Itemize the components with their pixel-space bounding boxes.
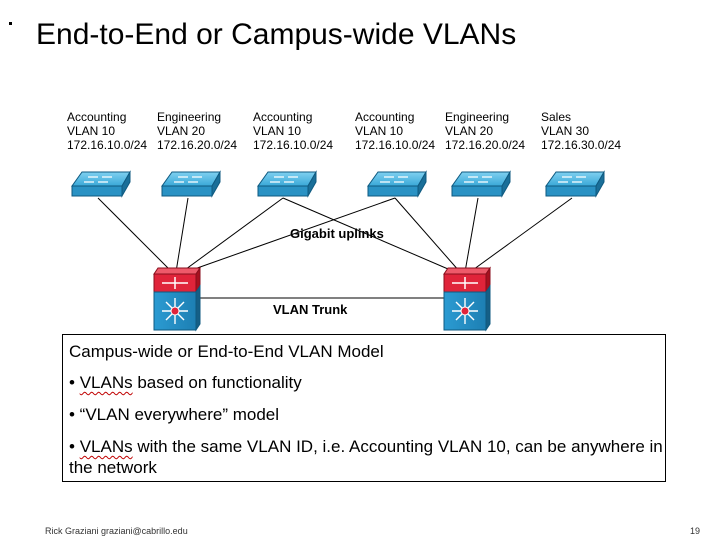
access-switch-2 [161,170,221,198]
bullet-text: based on functionality [132,373,302,392]
uplink-line-3 [181,197,284,273]
switch-label-5: Engineering VLAN 20 172.16.20.0/24 [445,110,525,152]
page-number: 19 [690,526,701,536]
bullet-keyword: VLANs [79,373,133,392]
bullet-marker: • [69,373,80,392]
switch-vlan: VLAN 10 [355,124,404,138]
switch-dept: Accounting [253,110,313,124]
uplink-line-2 [175,197,189,273]
switch-subnet: 172.16.20.0/24 [445,138,526,152]
vlan-model-box: Campus-wide or End-to-End VLAN Model • V… [62,334,666,482]
access-switch-4 [367,170,427,198]
access-switch-6 [545,170,605,198]
switch-vlan: VLAN 20 [445,124,494,138]
footer-author: Rick Graziani graziani@cabrillo.edu [45,526,188,536]
switch-label-2: Engineering VLAN 20 172.16.20.0/24 [157,110,237,152]
switch-dept: Accounting [67,110,127,124]
multilayer-switch-left [153,266,201,332]
uplink-line-4 [394,197,461,273]
switch-subnet: 172.16.10.0/24 [355,138,436,152]
switch-dept: Sales [541,110,572,124]
switch-subnet: 172.16.30.0/24 [541,138,622,152]
model-bullet-3: • VLANs with the same VLAN ID, i.e. Acco… [69,436,665,478]
uplink-cross-2 [185,197,396,273]
switch-dept: Engineering [157,110,222,124]
vlan-trunk-label: VLAN Trunk [273,302,348,317]
switch-dept: Engineering [445,110,510,124]
switch-vlan: VLAN 10 [253,124,302,138]
bullet-keyword: VLANs [79,437,133,456]
switch-subnet: 172.16.10.0/24 [253,138,334,152]
gigabit-uplinks-label: Gigabit uplinks [290,226,384,241]
model-heading: Campus-wide or End-to-End VLAN Model [69,342,384,361]
switch-subnet: 172.16.10.0/24 [67,138,148,152]
switch-dept: Accounting [355,110,415,124]
bullet-text: with the same VLAN ID, i.e. Accounting V… [69,437,663,477]
uplink-line-1 [97,197,173,273]
uplink-lines [97,197,573,273]
bullet-marker: • [69,437,80,456]
slide-bullet-dot [9,22,12,25]
model-bullet-2: • “VLAN everywhere” model [69,405,280,424]
switch-subnet: 172.16.20.0/24 [157,138,238,152]
slide-title: End-to-End or Campus-wide VLANs [36,18,517,51]
model-bullet-1: • VLANs based on functionality [69,372,665,393]
switch-label-4: Accounting VLAN 10 172.16.10.0/24 [355,110,435,152]
uplink-cross-1 [282,197,456,273]
access-switch-1 [71,170,131,198]
switch-vlan: VLAN 10 [67,124,116,138]
uplink-line-6 [469,197,573,273]
multilayer-switch-right [443,266,491,332]
network-diagram [71,170,605,332]
switch-vlan: VLAN 30 [541,124,590,138]
switch-label-3: Accounting VLAN 10 172.16.10.0/24 [253,110,333,152]
uplink-line-5 [464,197,479,273]
access-switch-3 [257,170,317,198]
switch-label-6: Sales VLAN 30 172.16.30.0/24 [541,110,621,152]
switch-label-1: Accounting VLAN 10 172.16.10.0/24 [67,110,147,152]
access-switch-5 [451,170,511,198]
switch-vlan: VLAN 20 [157,124,206,138]
